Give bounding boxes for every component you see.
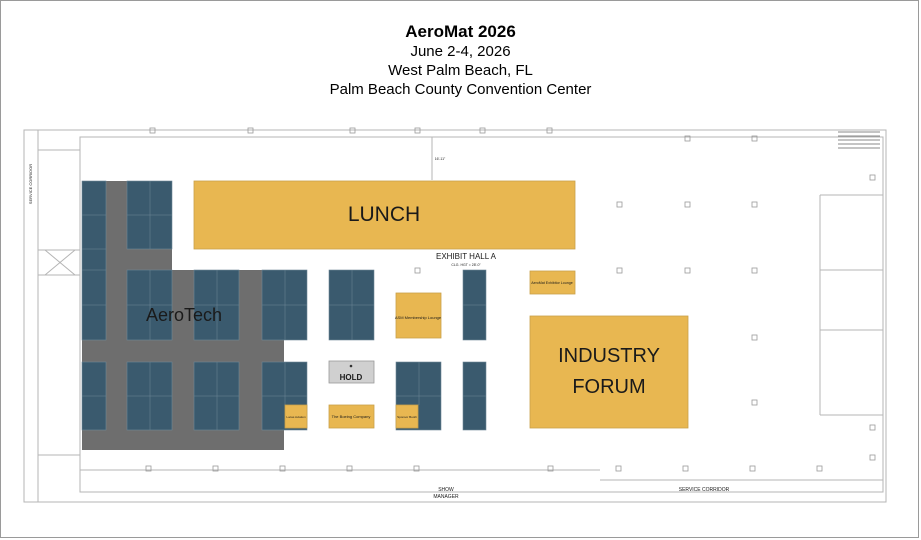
hold-label: HOLD: [340, 373, 363, 382]
boeing-booth: [328, 404, 375, 429]
column-markers: [145, 127, 876, 472]
industry-forum-label-2: FORUM: [572, 376, 645, 398]
small-booth-a: [284, 404, 308, 429]
lunch-label: LUNCH: [348, 203, 420, 226]
event-dates: June 2-4, 2026: [410, 43, 511, 60]
inner-wall: [79, 136, 884, 493]
corridor-cross-2: [44, 249, 76, 276]
asm-lounge-area: [395, 292, 442, 339]
lunch-area: [193, 180, 576, 250]
hall-walls: [23, 129, 887, 503]
small-booth-b-label: Sponsor Booth: [397, 415, 417, 419]
event-title: AeroMat 2026: [405, 22, 516, 41]
ceiling-note: CLG. HGT = 28'-0": [451, 263, 481, 267]
service-corridor-left-label: SERVICE CORRIDOR: [28, 164, 33, 204]
hold-area: [328, 360, 375, 384]
booth-gridlines: [82, 181, 486, 430]
stair-hatch: [838, 131, 880, 149]
small-booth-b: [395, 404, 419, 429]
hold-marker: [349, 364, 353, 368]
industry-forum-label-1: INDUSTRY: [558, 345, 660, 367]
show-manager-label: SHOW MANAGER: [433, 487, 459, 500]
outer-wall: [23, 129, 887, 503]
event-venue: Palm Beach County Convention Center: [329, 81, 592, 98]
aeromat-lounge-label: AeroMat Exhibitor Lounge: [531, 281, 573, 285]
aeromat-lounge-area: [529, 270, 576, 295]
boeing-label: The Boeing Company: [332, 414, 371, 419]
show-manager-box: SHOW MANAGER: [433, 487, 459, 500]
asm-lounge-label: ASM Membership Lounge: [395, 315, 442, 320]
industry-forum-area: [529, 315, 689, 429]
service-corridor-bottom-label: SERVICE CORRIDOR: [679, 487, 730, 493]
event-header: AeroMat 2026 June 2-4, 2026 West Palm Be…: [0, 22, 921, 99]
event-city: West Palm Beach, FL: [388, 62, 533, 79]
small-booth-a-label: Lucas Aviation: [286, 415, 306, 419]
aerotech-label: AeroTech: [146, 305, 222, 325]
dimension-note: 16'-11": [435, 157, 446, 161]
hall-label: EXHIBIT HALL A: [436, 252, 497, 261]
booth-block-a: [81, 180, 107, 341]
